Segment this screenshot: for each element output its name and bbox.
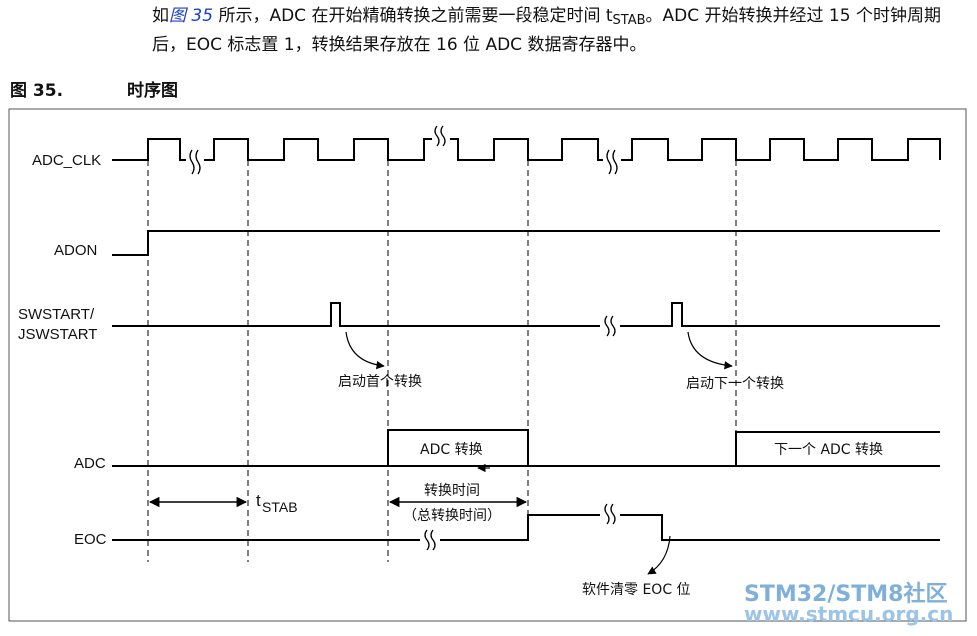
label-swstart-2: JSWSTART [18,326,97,343]
annotation-start-next: 启动下一个转换 [686,375,784,392]
label-adc-clk: ADC_CLK [32,152,101,169]
break-mark [424,529,436,551]
arrow-start-next [687,331,733,370]
adon-waveform [112,230,940,256]
intro-part1: 如 [152,6,169,26]
break-mark [606,149,618,175]
annotation-adc-conversion: ADC 转换 [420,441,483,458]
diagram-frame [8,108,967,622]
break-mark [189,149,201,175]
intro-part2: 所示，ADC 在开始精确转换之前需要一段稳定时间 t [213,6,613,26]
intro-part3: 。ADC 开始转换并经过 15 个时钟周期后，EOC 标志置 1，转换结果存放在… [152,6,941,55]
figure-reference-link[interactable]: 图 35 [169,6,214,26]
break-mark [604,503,616,525]
arrow-eoc-clear [647,535,671,575]
figure-title: 时序图 [127,81,178,101]
break-mark [604,315,616,337]
watermark-line1: STM32/STM8社区 [744,582,948,607]
eoc-waveform [112,514,940,541]
annotation-conversion-time: 转换时间 [424,482,480,499]
arrow-start-first [345,331,385,370]
watermark-line2: www.stmcu.org.cn [744,602,954,626]
adc-conversion-box [387,429,529,467]
figure-number: 图 35. [10,81,64,101]
annotation-sw-clear-eoc: 软件清零 EOC 位 [582,582,691,598]
break-mark [434,125,446,147]
timing-diagram: ADC_CLK ADON SWSTART/ JSWSTART ADC EOC [8,108,967,622]
intro-subscript: STAB [612,13,646,28]
annotation-next-adc-conversion: 下一个 ADC 转换 [774,441,883,458]
annotation-tstab-sub: STAB [262,499,298,515]
annotation-total-conversion-time: （总转换时间） [403,507,501,524]
annotation-start-first: 启动首个转换 [338,373,422,390]
annotation-tstab-t: t [256,491,261,510]
intro-paragraph: 如图 35 所示，ADC 在开始精确转换之前需要一段稳定时间 tSTAB。ADC… [152,4,972,57]
label-adon: ADON [54,242,97,259]
label-eoc: EOC [74,531,107,548]
label-adc: ADC [74,455,106,472]
label-swstart-1: SWSTART/ [18,306,95,323]
swstart-waveform [112,302,940,327]
adc-clk-waveform [112,138,941,161]
